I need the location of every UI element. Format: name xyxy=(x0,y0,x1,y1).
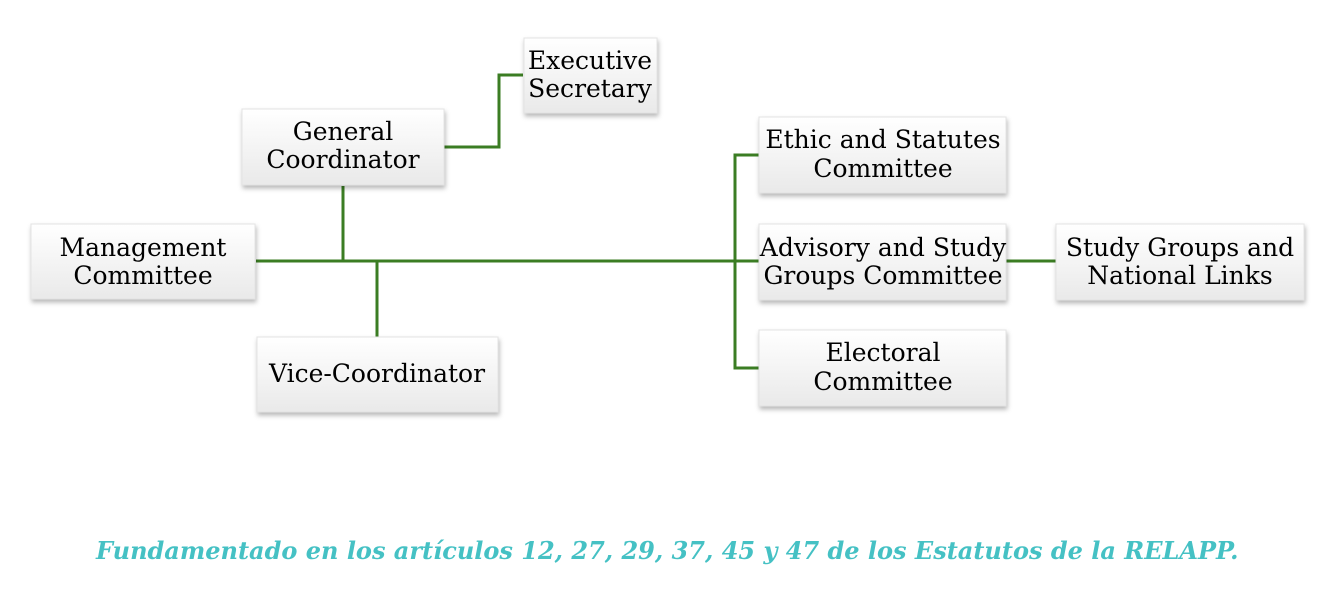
executive-secretary-line-2: Secretary xyxy=(528,74,653,103)
node-study-groups-and-national-links: Study Groups and National Links xyxy=(1055,223,1305,301)
advisory-study-line-2: Groups Committee xyxy=(763,261,1002,290)
general-coordinator-line-2: Coordinator xyxy=(266,145,419,174)
node-general-coordinator: General Coordinator xyxy=(241,108,445,186)
connector-committees-bus xyxy=(733,153,760,370)
general-coordinator-line-1: General xyxy=(293,117,394,146)
electoral-line-2: Committee xyxy=(813,367,952,396)
connectors xyxy=(256,73,1056,370)
study-groups-line-1: Study Groups and xyxy=(1066,233,1294,262)
vice-coordinator-label: Vice-Coordinator xyxy=(268,359,485,388)
ethic-statutes-line-1: Ethic and Statutes xyxy=(765,125,1000,154)
ethic-statutes-line-2: Committee xyxy=(813,154,952,183)
node-electoral-committee: Electoral Committee xyxy=(758,329,1007,407)
node-vice-coordinator: Vice-Coordinator xyxy=(256,336,499,413)
node-advisory-and-study-groups-committee: Advisory and Study Groups Committee xyxy=(758,223,1007,301)
electoral-line-1: Electoral xyxy=(826,338,941,367)
footnote-statutes-reference: Fundamentado en los artículos 12, 27, 29… xyxy=(96,536,1239,565)
executive-secretary-line-1: Executive xyxy=(528,46,652,75)
connector-general-to-executive xyxy=(444,73,523,149)
management-committee-line-1: Management xyxy=(60,233,227,262)
advisory-study-line-1: Advisory and Study xyxy=(759,233,1007,262)
node-ethic-and-statutes-committee: Ethic and Statutes Committee xyxy=(758,116,1007,194)
node-management-committee: Management Committee xyxy=(30,223,256,300)
study-groups-line-2: National Links xyxy=(1087,261,1273,290)
management-committee-line-2: Committee xyxy=(73,261,212,290)
node-executive-secretary: Executive Secretary xyxy=(523,37,658,114)
